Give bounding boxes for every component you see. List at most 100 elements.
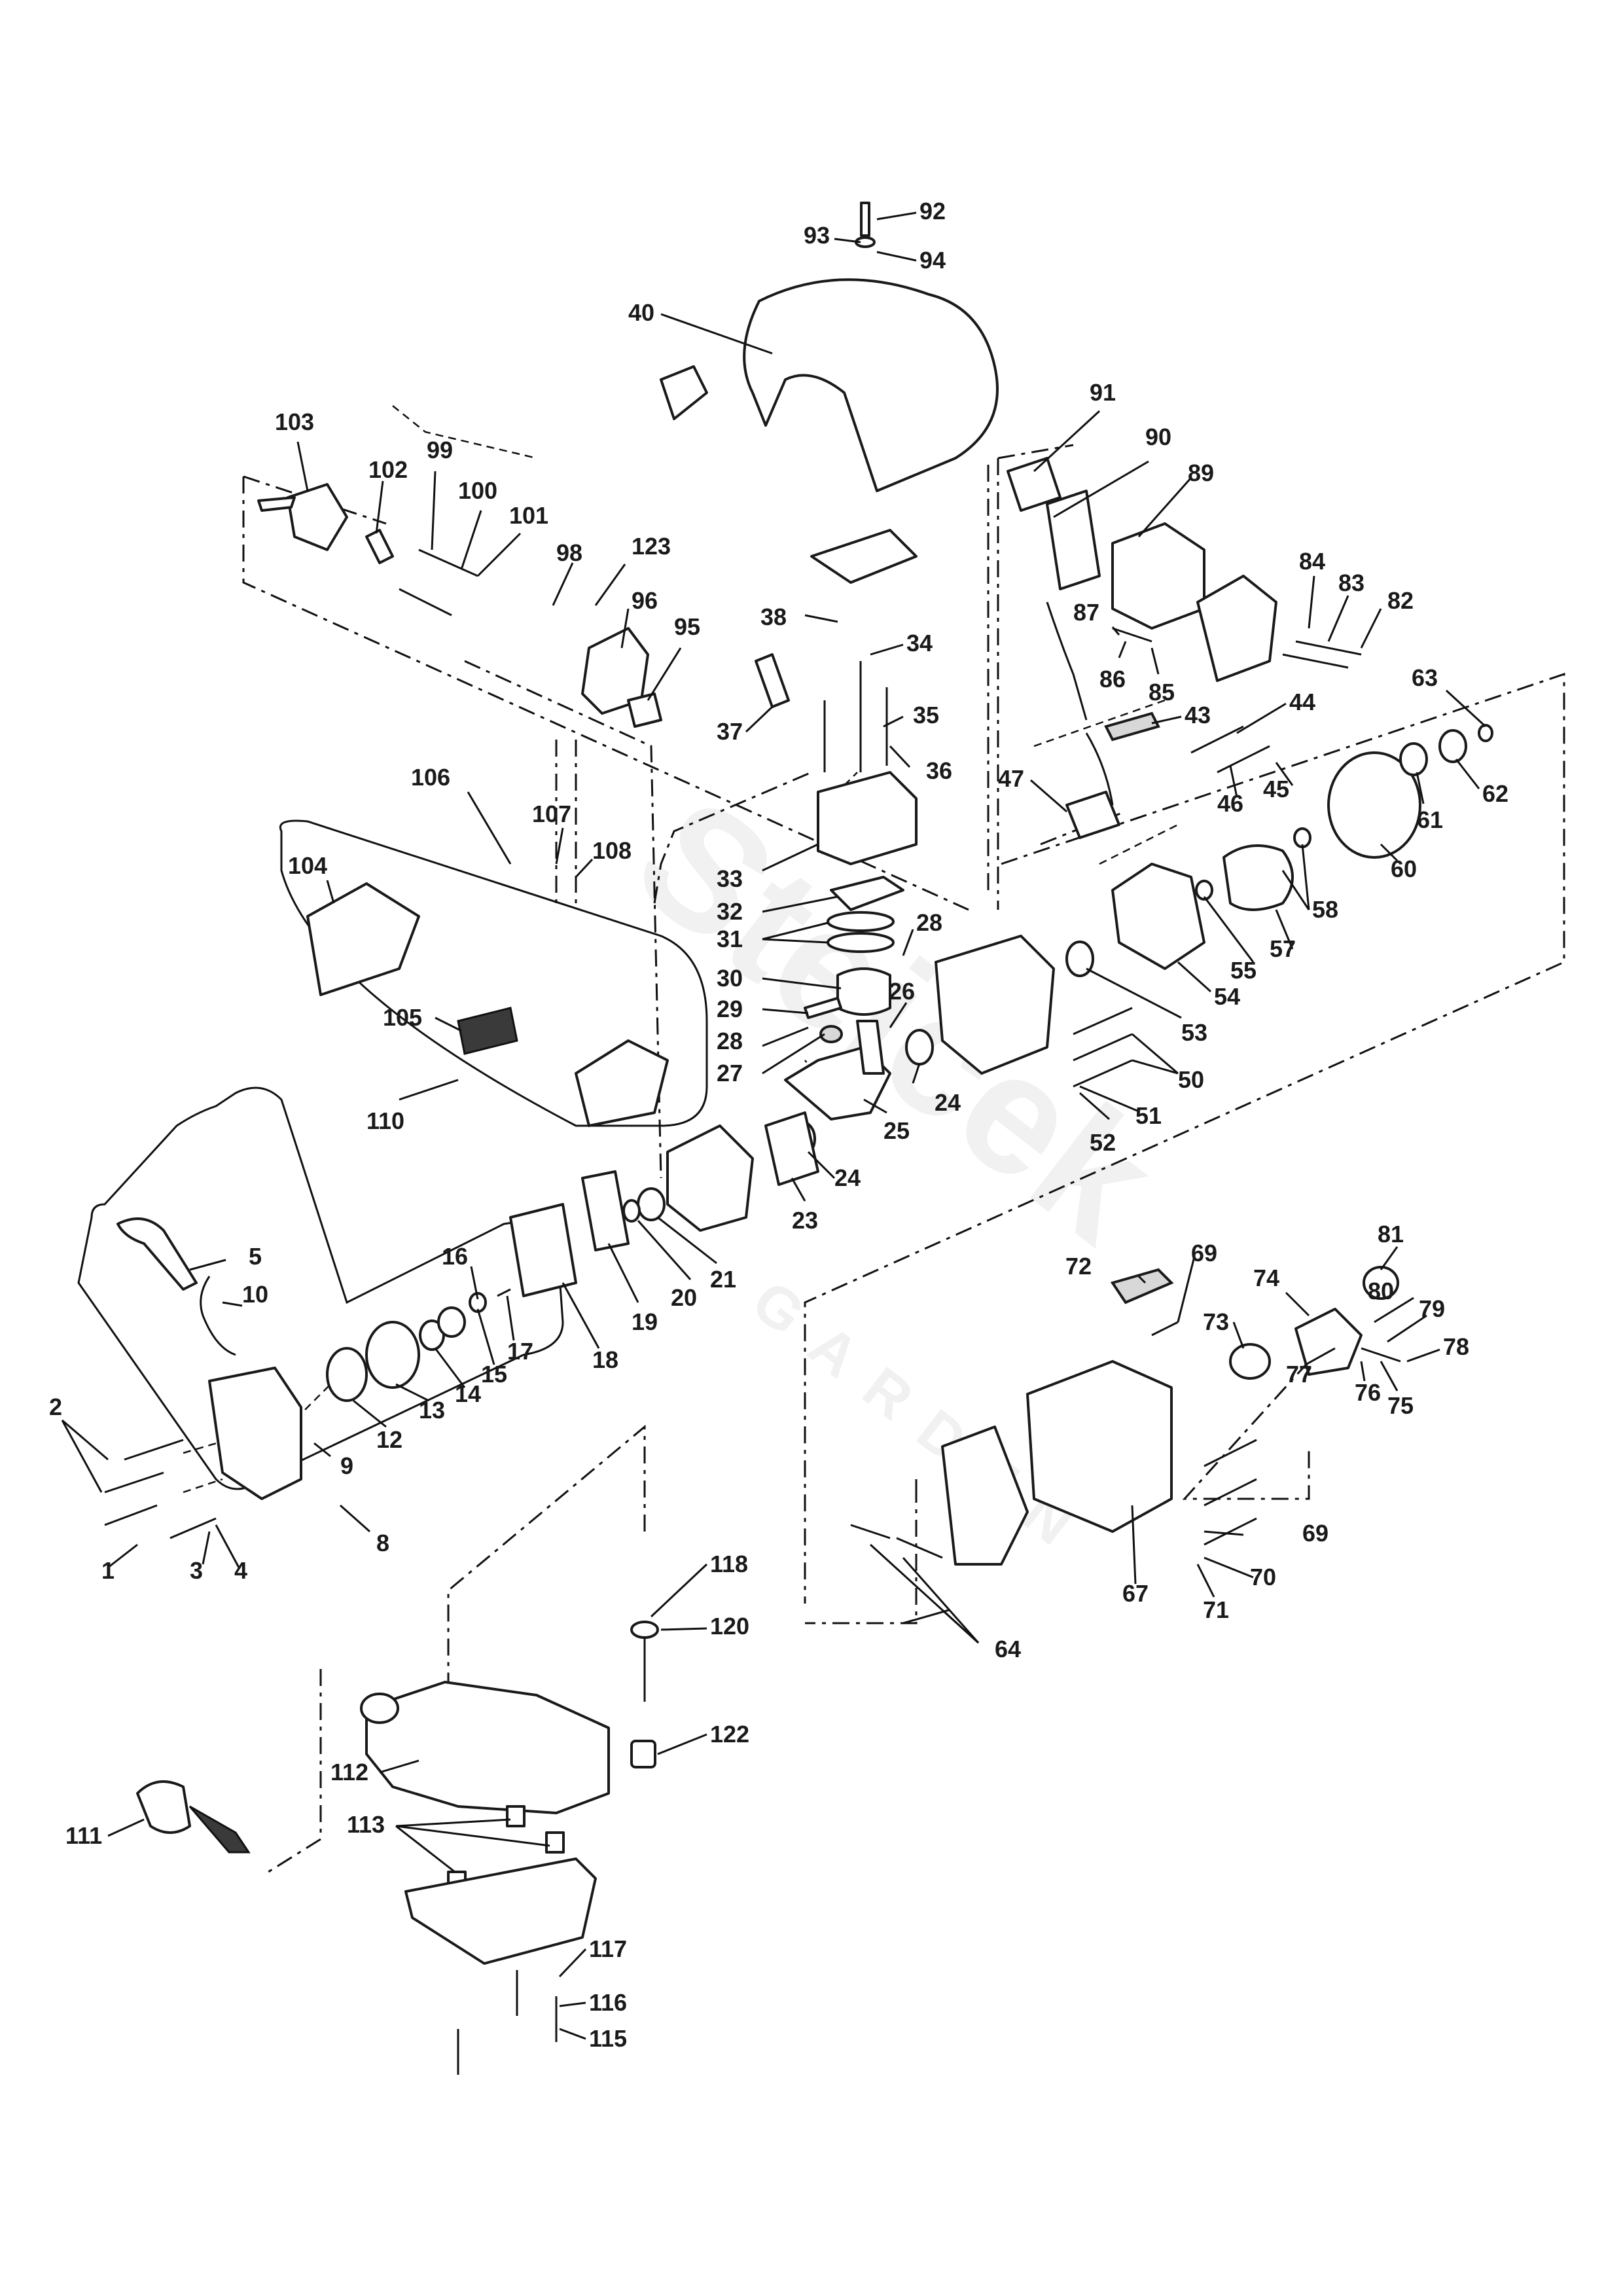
assembly-guide-lines xyxy=(183,405,1565,1873)
muffler-gasket xyxy=(1007,457,1061,512)
callout-17: 17 xyxy=(507,1338,533,1365)
callout-33: 33 xyxy=(717,865,743,892)
cover-screw-2 xyxy=(104,1471,164,1494)
drum-circlip xyxy=(1478,724,1493,742)
clutch-shoes xyxy=(1222,844,1294,911)
clutch-washer xyxy=(1195,880,1213,901)
callout-74: 74 xyxy=(1253,1265,1279,1291)
callout-19: 19 xyxy=(632,1308,658,1335)
fuel-tank xyxy=(365,1681,610,1814)
case-screw-b xyxy=(1073,1033,1133,1062)
drum-bearing xyxy=(1438,729,1467,763)
callout-8: 8 xyxy=(376,1530,389,1556)
piston-ring-b xyxy=(827,932,895,953)
cover-screw-3 xyxy=(104,1504,158,1526)
callout-13: 13 xyxy=(419,1397,445,1424)
callout-87: 87 xyxy=(1073,599,1099,626)
callout-98: 98 xyxy=(556,539,582,566)
starter-cover xyxy=(208,1367,302,1500)
callout-9: 9 xyxy=(340,1452,353,1479)
callout-77: 77 xyxy=(1286,1361,1312,1388)
callout-18: 18 xyxy=(592,1346,618,1373)
callout-36: 36 xyxy=(926,757,952,784)
callout-63: 63 xyxy=(1412,664,1438,691)
callout-110: 110 xyxy=(366,1107,404,1134)
air-filter-base xyxy=(306,882,420,996)
tank-damper-a xyxy=(506,1805,526,1827)
callout-4: 4 xyxy=(234,1557,247,1584)
carburetor-gasket xyxy=(365,529,394,564)
insulator-bracket xyxy=(627,692,662,728)
callout-50: 50 xyxy=(1178,1066,1204,1093)
muffler-plate xyxy=(1046,490,1101,590)
cover-screw-4 xyxy=(169,1517,217,1539)
callout-118: 118 xyxy=(710,1551,748,1577)
callout-122: 122 xyxy=(710,1721,749,1748)
carb-screw-b xyxy=(399,588,452,617)
crankcase-right xyxy=(935,935,1055,1075)
pulley-screw xyxy=(497,1288,511,1297)
ignition-switch xyxy=(1104,711,1160,742)
callout-91: 91 xyxy=(1090,379,1116,406)
callout-21: 21 xyxy=(710,1266,736,1293)
callout-43: 43 xyxy=(1185,702,1211,728)
cylinder-cover-plate xyxy=(810,529,918,584)
housing-cover-plate xyxy=(941,1426,1029,1566)
callout-15: 15 xyxy=(481,1361,507,1388)
drum-snap-ring xyxy=(1399,742,1428,776)
callout-29: 29 xyxy=(717,996,743,1022)
callout-82: 82 xyxy=(1387,587,1414,614)
cylinder xyxy=(817,771,918,865)
recoil-spring xyxy=(326,1347,368,1402)
shroud-insert xyxy=(660,365,708,420)
air-filter-cover xyxy=(575,1039,669,1127)
flywheel-bearing xyxy=(1065,941,1094,977)
shroud-screw xyxy=(860,202,870,237)
callout-37: 37 xyxy=(717,718,743,745)
callout-54: 54 xyxy=(1214,983,1240,1010)
coil-screw-a xyxy=(1190,725,1244,754)
throttle-lever xyxy=(257,496,296,512)
engine-shroud xyxy=(743,278,999,492)
callout-69b: 69 xyxy=(1302,1520,1329,1547)
callout-64: 64 xyxy=(995,1636,1021,1662)
case-screw-a xyxy=(1073,1007,1133,1035)
housing-screw-b xyxy=(1204,1439,1257,1467)
muffler-cover xyxy=(1196,575,1277,682)
callout-24a: 24 xyxy=(935,1089,961,1116)
clutch-spacer xyxy=(1293,827,1311,848)
callout-102: 102 xyxy=(368,456,408,483)
crankcase-gasket xyxy=(764,1111,819,1186)
callout-81: 81 xyxy=(1378,1221,1404,1247)
vibration-damper xyxy=(1229,1343,1271,1380)
callout-26: 26 xyxy=(889,978,915,1005)
callout-55: 55 xyxy=(1230,957,1257,984)
callout-3: 3 xyxy=(190,1557,203,1584)
callout-31: 31 xyxy=(717,925,743,952)
callout-67: 67 xyxy=(1122,1580,1149,1607)
callout-107: 107 xyxy=(532,800,571,827)
callout-95: 95 xyxy=(674,613,700,640)
callout-61: 61 xyxy=(1417,806,1443,833)
clamp-ring xyxy=(1363,1266,1399,1300)
callout-73: 73 xyxy=(1203,1308,1229,1335)
piston-ring-a xyxy=(827,911,895,932)
callout-38: 38 xyxy=(760,603,787,630)
piston-pin xyxy=(804,997,842,1019)
clutch-housing xyxy=(1026,1360,1173,1533)
callout-112: 112 xyxy=(330,1759,368,1785)
callout-46: 46 xyxy=(1217,790,1243,817)
callout-99: 99 xyxy=(427,437,453,463)
callout-92: 92 xyxy=(919,198,946,224)
needle-bearing xyxy=(819,1025,843,1043)
callout-28b: 28 xyxy=(717,1028,743,1054)
sticker xyxy=(1110,1268,1174,1304)
callout-34: 34 xyxy=(906,630,933,656)
callout-20: 20 xyxy=(671,1284,697,1311)
crankcase-left xyxy=(666,1124,754,1232)
spark-plug xyxy=(755,653,790,708)
callout-32: 32 xyxy=(717,898,743,925)
callout-16: 16 xyxy=(442,1243,468,1270)
callout-104: 104 xyxy=(288,852,327,879)
callout-35: 35 xyxy=(913,702,939,728)
